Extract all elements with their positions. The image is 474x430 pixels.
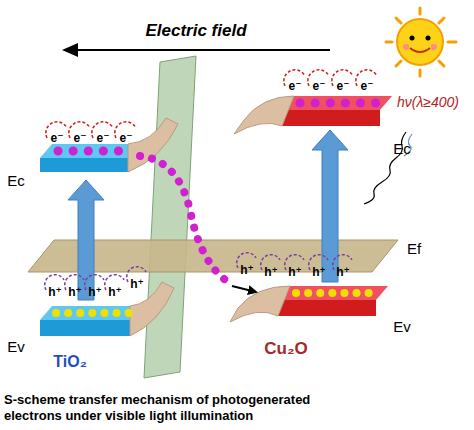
band-label: Ev [393, 319, 411, 334]
cu2o-cb-top [282, 96, 392, 110]
tio2-cb-bend [128, 118, 178, 172]
band-label: Ec [7, 173, 25, 188]
electron-dots [58, 147, 122, 156]
hole-label: h⁺ [68, 286, 82, 298]
cu2o-vb-front [278, 300, 376, 316]
electron-label: e⁻ [288, 80, 301, 92]
light-label: hν(λ≥400) [397, 95, 459, 109]
hole-dots [296, 289, 380, 297]
electron-label: e⁻ [50, 132, 63, 144]
hole-label: h⁺ [88, 286, 102, 298]
hole-label: h⁺ [288, 266, 302, 278]
hole-label: h⁺ [312, 266, 326, 278]
excitation-arrow [68, 180, 104, 300]
excitation-arrow [312, 130, 348, 282]
electron-dots [300, 99, 378, 108]
hole-label: h⁺ [108, 286, 122, 298]
material-label: TiO₂ [53, 354, 86, 370]
band-label: Ec [393, 141, 411, 156]
hole-dots [56, 309, 136, 317]
caption: S-scheme transfer mechanism of photogene… [4, 392, 334, 425]
tio2-vb-top [40, 306, 142, 320]
tio2-cb-front [40, 158, 128, 172]
band-label: Ef [407, 241, 421, 256]
cu2o-cb-front [282, 110, 380, 126]
field-arrowhead [62, 43, 78, 57]
electron-label: e⁻ [73, 132, 86, 144]
field-label: Electric field [145, 22, 246, 39]
hole-label: h⁺ [336, 266, 350, 278]
electron-label: e⁻ [336, 80, 349, 92]
recombination-arrow [232, 286, 256, 292]
electron-label: e⁻ [96, 132, 109, 144]
field-arrow [72, 49, 330, 51]
material-label: Cu₂O [264, 340, 307, 357]
sun [386, 8, 456, 76]
recombination-path [140, 156, 228, 282]
hole-label: h⁺ [48, 286, 62, 298]
cu2o-vb-bend [230, 286, 290, 322]
hole-label: h⁺ [240, 264, 254, 276]
electron-label: e⁻ [360, 80, 373, 92]
electron-label: e⁻ [119, 132, 132, 144]
tio2-cb-top [40, 144, 140, 158]
hole-label: h⁺ [130, 278, 144, 290]
hole-halos [45, 253, 352, 290]
electron-label: e⁻ [312, 80, 325, 92]
electron-halos [46, 70, 377, 138]
band-label: Ev [7, 339, 25, 354]
cu2o-cb-bend [234, 96, 294, 134]
tio2-vb-front [40, 320, 130, 336]
hole-label: h⁺ [264, 266, 278, 278]
cu2o-vb-top [278, 286, 388, 300]
tio2-vb-bend [130, 282, 174, 336]
